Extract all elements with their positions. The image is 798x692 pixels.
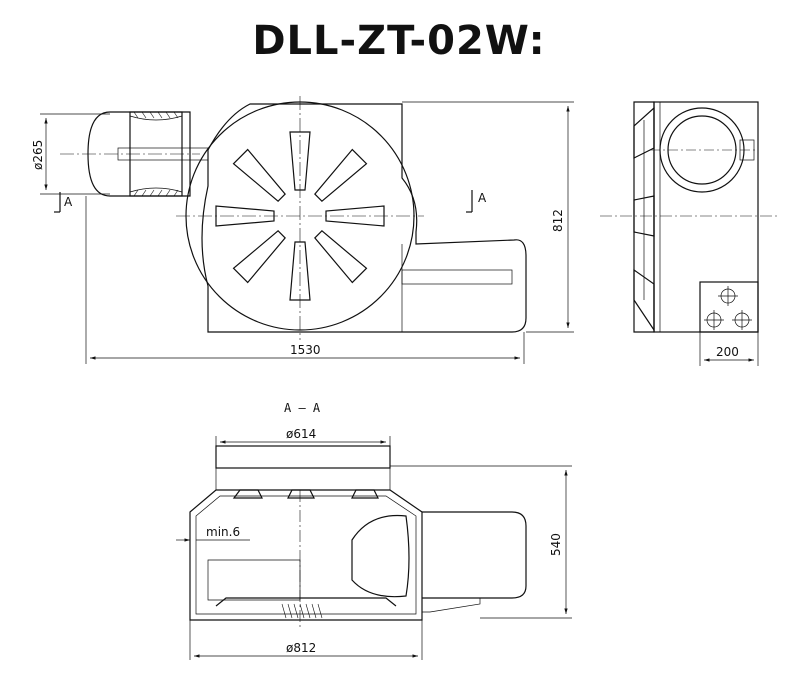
section-mark-right-label: A — [478, 191, 487, 205]
dim-section-height-label: 540 — [549, 533, 563, 556]
pipe-hatching — [133, 111, 179, 197]
dim-length-label: 1530 — [290, 343, 321, 357]
outlet-elbow — [351, 514, 410, 598]
dim-bottom-diameter-label: ø812 — [286, 641, 316, 655]
dim-top-diameter-label: ø614 — [286, 427, 316, 441]
page-title: DLL-ZT-02W: — [252, 18, 546, 64]
dim-pipe-diameter-label: ø265 — [31, 140, 45, 170]
section-view: min.6 ø614 ø812 540 — [176, 427, 572, 660]
dim-wall: min.6 — [176, 525, 250, 542]
dim-bottom-diameter: ø812 — [189, 620, 423, 660]
section-mark-right: A — [466, 190, 487, 213]
housing-outline — [201, 103, 527, 333]
top-view: ø265 A A 1530 812 — [31, 96, 574, 364]
dim-length: 1530 — [85, 196, 525, 364]
dim-top-diameter: ø614 — [215, 427, 391, 446]
dim-base-width-label: 200 — [716, 345, 739, 359]
dim-base-width: 200 — [699, 332, 759, 366]
dim-height-label: 812 — [551, 209, 565, 232]
side-view: 200 — [600, 101, 780, 366]
dim-wall-label: min.6 — [206, 525, 240, 539]
outlet-base — [699, 281, 759, 333]
section-title: A – A — [284, 401, 321, 415]
base-bolt-holes — [704, 286, 752, 330]
radial-slots — [215, 131, 385, 301]
section-mark-left: A — [54, 192, 73, 213]
dim-pipe-diameter: ø265 — [31, 113, 110, 195]
dim-section-height: 540 — [390, 465, 572, 619]
bottom-grille — [215, 597, 397, 619]
dim-height: 812 — [402, 101, 574, 333]
section-mark-left-label: A — [64, 195, 73, 209]
